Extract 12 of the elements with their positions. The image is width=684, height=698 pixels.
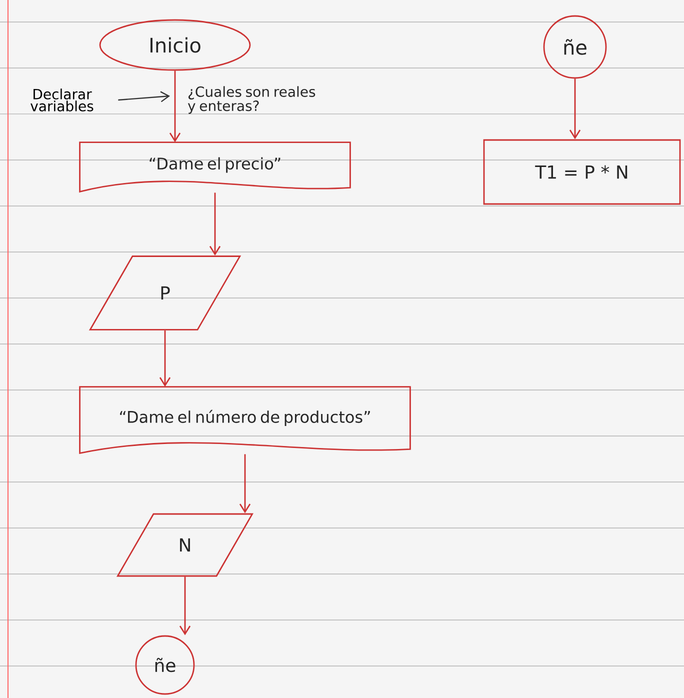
arrow (179, 576, 191, 636)
process-box: T1 = P * N (483, 139, 681, 205)
note-text: ¿Cuales son reales y enteras? (188, 86, 316, 114)
document-shape: “Dame el precio” (79, 142, 351, 192)
arrow (169, 70, 181, 142)
pointer-arrow (118, 91, 170, 102)
arrow (239, 454, 251, 514)
document-shape: “Dame el número de productos” (79, 386, 411, 454)
note-text: Declarar variables (30, 88, 94, 112)
arrow (209, 192, 221, 256)
arrow (159, 330, 171, 387)
arrow (569, 78, 581, 140)
